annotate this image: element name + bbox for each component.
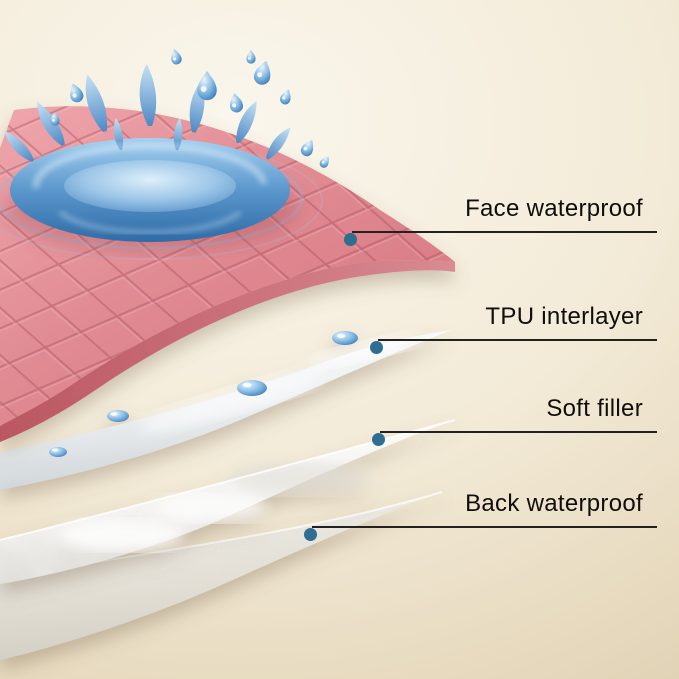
surface-water-droplets <box>49 331 358 457</box>
water-splash <box>1 63 296 242</box>
callout-label-face-waterproof: Face waterproof <box>465 195 643 222</box>
callout-dot <box>344 233 357 246</box>
callout-label-soft-filler: Soft filler <box>546 395 643 422</box>
callout-dot <box>304 528 317 541</box>
callout-line <box>352 231 657 233</box>
callout-label-tpu-interlayer: TPU interlayer <box>485 303 643 330</box>
layer-soft-filler <box>0 419 456 584</box>
layer-tpu-interlayer <box>0 330 452 490</box>
callout-label-back-waterproof: Back waterproof <box>465 490 643 517</box>
callout-line <box>380 431 657 433</box>
callout-dot <box>370 341 383 354</box>
callout-line <box>312 526 657 528</box>
callout-line <box>378 339 657 341</box>
callout-dot <box>372 433 385 446</box>
